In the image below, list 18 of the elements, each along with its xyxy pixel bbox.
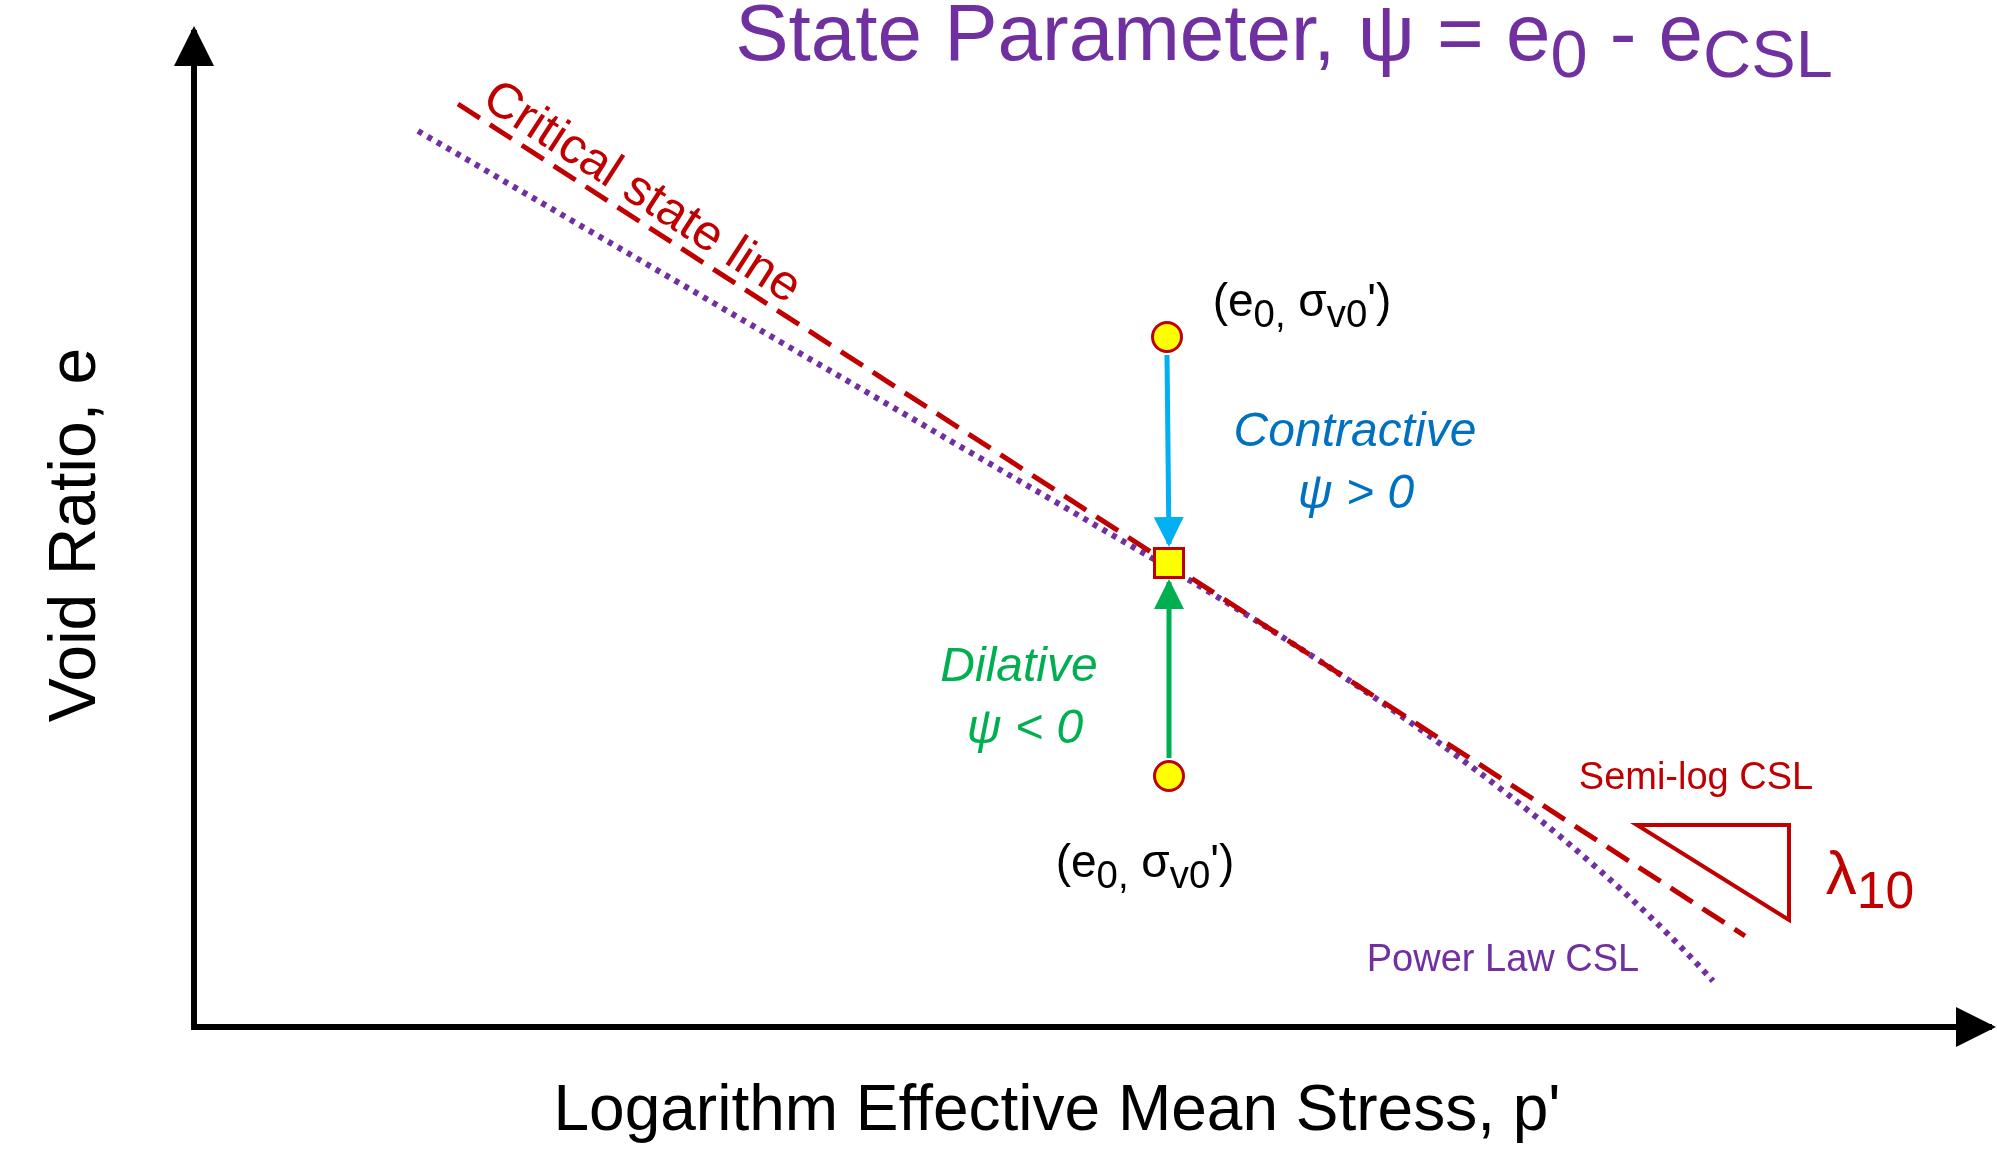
square-marker bbox=[1153, 547, 1185, 579]
region-label: Dilative bbox=[940, 638, 1098, 692]
condition-label: ψ > 0 bbox=[1297, 465, 1415, 519]
arrow bbox=[1154, 579, 1184, 758]
point-label: (e$_{0,}$ σ$_{v0}$') bbox=[1212, 275, 1392, 335]
line-label: Power Law CSL bbox=[1366, 938, 1640, 980]
axis-title: Void Ratio, e bbox=[35, 347, 109, 723]
line-label: Semi-log CSL bbox=[1578, 756, 1814, 798]
axis-title: Logarithm Effective Mean Stress, p' bbox=[553, 1072, 1561, 1144]
condition-label: ψ < 0 bbox=[966, 700, 1084, 754]
region-label: Contractive bbox=[1233, 403, 1477, 457]
slope-label: λ$_{10}$ bbox=[1825, 839, 1915, 919]
point-marker bbox=[1153, 760, 1185, 792]
title: State Parameter, ψ = e$_{0}$ - e$_{CSL}$ bbox=[735, 0, 1833, 92]
arrow bbox=[1153, 354, 1184, 547]
point-marker bbox=[1151, 321, 1183, 353]
point-label: (e$_{0,}$ σ$_{v0}$') bbox=[1055, 836, 1235, 896]
slope-triangle bbox=[1630, 823, 1791, 924]
